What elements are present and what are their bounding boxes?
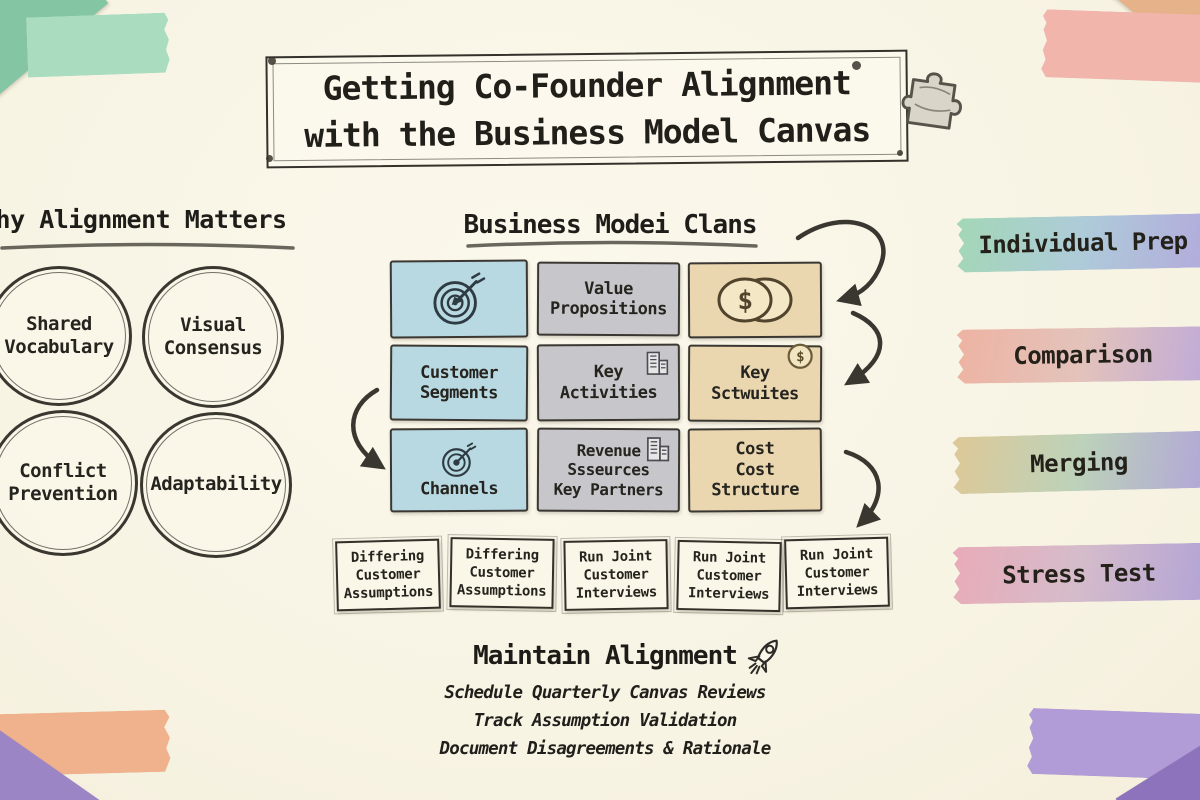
- note-label: Customer: [696, 567, 762, 585]
- note-label: Run Joint: [799, 545, 874, 564]
- arrow-to-channels: [351, 387, 386, 470]
- heading-underline: [466, 240, 758, 248]
- canvas-box-value-propositions: Value Propositions: [536, 261, 681, 337]
- why-section-heading: Why Alignment Matters: [0, 205, 287, 234]
- target-icon: [442, 442, 477, 477]
- rocket-icon: [747, 639, 778, 675]
- canvas-box-label: Key: [740, 363, 770, 384]
- dollar-coin-icon: $: [787, 343, 813, 369]
- phase-label: Merging: [1029, 447, 1129, 478]
- canvas-box-label: Cost: [735, 459, 775, 480]
- phase-tape-individual-prep: Individual Prep: [956, 213, 1200, 272]
- canvas-box-channels: Channels: [389, 427, 529, 513]
- canvas-box-label: Propositions: [549, 298, 667, 320]
- coins-icon: $: [717, 277, 793, 323]
- canvas-box-label: Segments: [419, 382, 498, 404]
- phase-tape-merging: Merging: [952, 431, 1200, 495]
- canvas-box-customer-targeting: [389, 259, 529, 339]
- canvas-box-revenue-sources-key-partners: Revenue Ssseurces Key Partners: [536, 427, 681, 513]
- note-differing-customer-assumptions: Differing Customer Assumptions: [332, 535, 444, 615]
- benefit-circle-shared-vocabulary: Shared Vocabulary: [0, 266, 132, 406]
- note-differing-customer-assumptions: Differing Customer Assumptions: [446, 534, 558, 612]
- circle-label: Visual: [180, 313, 246, 336]
- washi-tape-top-right-strip: [1041, 9, 1200, 83]
- note-label: Assumptions: [456, 582, 547, 600]
- circle-label: Adaptability: [150, 473, 282, 496]
- phase-label: Comparison: [1013, 340, 1153, 370]
- note-label: Interviews: [687, 585, 770, 603]
- note-run-joint-customer-interviews: Run Joint Customer Interviews: [673, 536, 785, 616]
- building-icon: [646, 437, 670, 462]
- note-run-joint-customer-interviews: Run Joint Customer Interviews: [781, 533, 893, 613]
- circle-label: Prevention: [8, 483, 118, 505]
- arrow-row3-to-notes: [843, 449, 882, 528]
- note-label: Interviews: [575, 584, 658, 602]
- arrow-row1-to-row2: [844, 310, 883, 386]
- canvas-box-customer-segments: Customer Segments: [389, 344, 529, 422]
- canvas-box-key-sctwuites: $ Key Sctwuites: [687, 343, 823, 423]
- phase-label: Stress Test: [1002, 558, 1156, 589]
- canvas-box-label: Ssseurces: [567, 460, 650, 480]
- title-line-1: Getting Co-Founder Alignment: [322, 63, 852, 108]
- puzzle-icon: [901, 72, 962, 130]
- phase-tape-comparison: Comparison: [957, 326, 1200, 384]
- canvas-box-label: Revenue: [576, 441, 641, 461]
- target-icon: [433, 272, 486, 325]
- note-label: Run Joint: [692, 548, 767, 567]
- canvas-box-key-activities: Key Activities: [536, 343, 681, 422]
- note-label: Customer: [469, 564, 535, 582]
- svg-text:$: $: [796, 349, 804, 365]
- ink-dot: [268, 57, 276, 65]
- canvas-section-heading: Business Modei Clans: [463, 210, 757, 240]
- phase-tape-stress-test: Stress Test: [953, 543, 1200, 604]
- note-label: Customer: [355, 566, 421, 584]
- canvas-box-label: Cost: [735, 439, 775, 460]
- heading-underline: [0, 242, 295, 250]
- maintain-item: Track Assumption Validation: [473, 711, 738, 731]
- benefit-circle-conflict-prevention: Conflict Prevention: [0, 410, 138, 556]
- note-label: Customer: [583, 566, 649, 584]
- canvas-box-label: Customer: [420, 362, 499, 383]
- benefit-circle-adaptability: Adaptability: [140, 412, 292, 558]
- canvas-box-label: Structure: [711, 479, 800, 501]
- maintain-item: Document Disagreements & Rationale: [439, 739, 771, 759]
- washi-tape-top-left-strip: [26, 13, 170, 78]
- note-label: Differing: [350, 547, 425, 566]
- maintain-item: Schedule Quarterly Canvas Reviews: [444, 683, 766, 703]
- canvas-box-revenue-coins: $: [687, 261, 823, 339]
- title-line-2: with the Business Model Canvas: [304, 110, 871, 155]
- canvas-box-cost-structure: Cost Cost Structure: [687, 427, 823, 513]
- maintain-section-heading: Maintain Alignment: [473, 641, 738, 671]
- note-run-joint-customer-interviews: Run Joint Customer Interviews: [560, 536, 672, 614]
- canvas-box-label: Key: [593, 362, 624, 383]
- note-label: Interviews: [796, 582, 879, 601]
- circle-label: Vocabulary: [4, 336, 114, 358]
- circle-label: Consensus: [163, 337, 263, 359]
- canvas-box-label: Activities: [559, 382, 658, 403]
- circle-label: Conflict: [19, 459, 107, 482]
- svg-text:$: $: [737, 286, 752, 316]
- title-banner: Getting Co-Founder Alignment with the Bu…: [265, 49, 909, 169]
- note-label: Run Joint: [578, 548, 653, 566]
- note-label: Customer: [804, 564, 870, 582]
- canvas-box-label: Sctwuites: [711, 383, 799, 404]
- benefit-circle-visual-consensus: Visual Consensus: [142, 266, 284, 408]
- ink-dot: [897, 150, 903, 156]
- canvas-box-label: Value: [584, 278, 633, 299]
- circle-label: Shared: [26, 312, 92, 335]
- phase-label: Individual Prep: [978, 226, 1188, 260]
- canvas-box-label: Channels: [420, 478, 499, 500]
- canvas-box-label: Key Partners: [553, 479, 664, 499]
- note-label: Assumptions: [343, 583, 434, 603]
- ink-dot: [266, 155, 273, 162]
- building-icon: [646, 351, 669, 375]
- note-label: Differing: [465, 546, 540, 564]
- ink-dot: [852, 61, 861, 70]
